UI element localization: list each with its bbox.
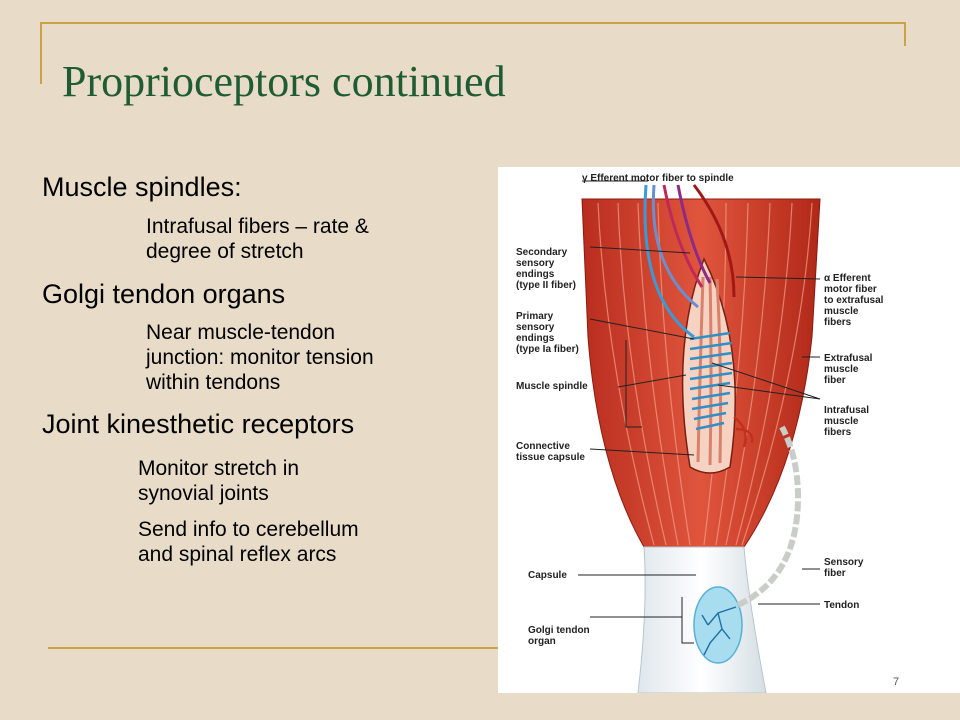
heading-muscle-spindles: Muscle spindles: — [42, 172, 242, 202]
frame-right-line — [904, 22, 906, 46]
muscle-spindles-detail-line: Intrafusal fibers – rate & — [146, 215, 369, 238]
secondary-sensory-fiber — [651, 184, 699, 309]
label-alpha-line: motor fiber — [824, 284, 877, 295]
label-capsule: Capsule — [528, 570, 567, 581]
label-connective-line: tissue capsule — [516, 452, 585, 463]
label-alpha-line: muscle — [824, 306, 859, 317]
label-extrafusal: Extrafusal muscle fiber — [824, 353, 875, 386]
label-primary-line: sensory — [516, 322, 555, 333]
label-golgi-tendon-organ: Golgi tendon organ — [528, 625, 592, 647]
label-gamma-efferent: γ Efferent motor fiber to spindle — [582, 173, 734, 184]
golgi-detail-line: within tendons — [146, 371, 281, 394]
golgi-detail-line: junction: monitor tension — [146, 346, 374, 369]
label-secondary-sensory: Secondary sensory endings (type II fiber… — [516, 247, 576, 291]
golgi-detail-line: Near muscle-tendon — [146, 321, 336, 344]
label-intrafusal-line: Intrafusal — [824, 405, 869, 416]
joint-bullet-2-line: and spinal reflex arcs — [138, 543, 337, 566]
frame-top-line — [40, 22, 906, 24]
golgi-detail: Near muscle-tendon junction: monitor ten… — [146, 320, 374, 395]
primary-sensory-endings — [689, 331, 733, 431]
joint-bullet-1-line: Monitor stretch in — [138, 457, 300, 480]
label-alpha-line: to extrafusal — [824, 295, 884, 306]
frame-left-line — [40, 22, 42, 84]
joint-bullet-1-line: synovial joints — [138, 482, 269, 505]
label-secondary-line: endings — [516, 269, 555, 280]
label-connective-line: Connective — [516, 441, 570, 452]
figure-illustration: γ Efferent motor fiber to spindle Second… — [516, 173, 886, 693]
joint-bullet-2-line: Send info to cerebellum — [138, 518, 359, 541]
label-alpha-efferent: α Efferent motor fiber to extrafusal mus… — [824, 273, 886, 328]
frame-bottom-line — [48, 647, 906, 649]
extrafusal-branch — [733, 416, 754, 448]
label-alpha-line: α Efferent — [824, 273, 871, 284]
label-extrafusal-line: Extrafusal — [824, 353, 873, 364]
label-sensory-fiber-line: fiber — [824, 568, 846, 579]
muscle-spindles-detail: Intrafusal fibers – rate & degree of str… — [146, 214, 369, 264]
joint-bullet-1: Monitor stretch in synovial joints — [138, 456, 299, 506]
label-alpha-line: fibers — [824, 317, 852, 328]
page-number: 7 — [893, 676, 900, 688]
label-golgi-line: organ — [528, 636, 556, 647]
sensory-fiber-chain — [736, 425, 802, 608]
golgi-nerve-endings — [701, 606, 737, 656]
alpha-efferent-fiber — [692, 184, 736, 298]
label-sensory-fiber-line: Sensory — [824, 557, 864, 568]
heading-golgi-tendon-organs: Golgi tendon organs — [42, 279, 286, 309]
gamma-efferent-fiber-2 — [676, 184, 712, 284]
heading-joint-receptors: Joint kinesthetic receptors — [42, 409, 355, 439]
muscle-spindle-figure: γ Efferent motor fiber to spindle Second… — [498, 167, 960, 693]
label-primary-line: (type Ia fiber) — [516, 344, 579, 355]
label-intrafusal-line: muscle — [824, 416, 859, 427]
label-sensory-fiber: Sensory fiber — [824, 557, 866, 579]
primary-sensory-fiber — [643, 184, 695, 339]
label-intrafusal-line: fibers — [824, 427, 852, 438]
label-extrafusal-line: muscle — [824, 364, 859, 375]
leader-lines — [578, 180, 821, 644]
label-intrafusal: Intrafusal muscle fibers — [824, 405, 872, 438]
label-tendon: Tendon — [824, 600, 859, 611]
label-extrafusal-line: fiber — [824, 375, 846, 386]
label-golgi-line: Golgi tendon — [528, 625, 590, 636]
label-secondary-line: Secondary — [516, 247, 568, 258]
label-connective-tissue: Connective tissue capsule — [516, 441, 585, 463]
joint-bullet-2: Send info to cerebellum and spinal refle… — [138, 517, 359, 567]
label-primary-line: endings — [516, 333, 555, 344]
label-secondary-line: (type II fiber) — [516, 280, 576, 291]
golgi-tendon-organ — [693, 586, 743, 664]
label-primary-sensory: Primary sensory endings (type Ia fiber) — [516, 311, 579, 355]
gamma-efferent-fiber — [662, 184, 704, 288]
slide-title: Proprioceptors continued — [62, 57, 506, 106]
label-muscle-spindle: Muscle spindle — [516, 381, 588, 392]
label-secondary-line: sensory — [516, 258, 555, 269]
muscle-spindles-detail-line: degree of stretch — [146, 240, 304, 263]
label-primary-line: Primary — [516, 311, 554, 322]
